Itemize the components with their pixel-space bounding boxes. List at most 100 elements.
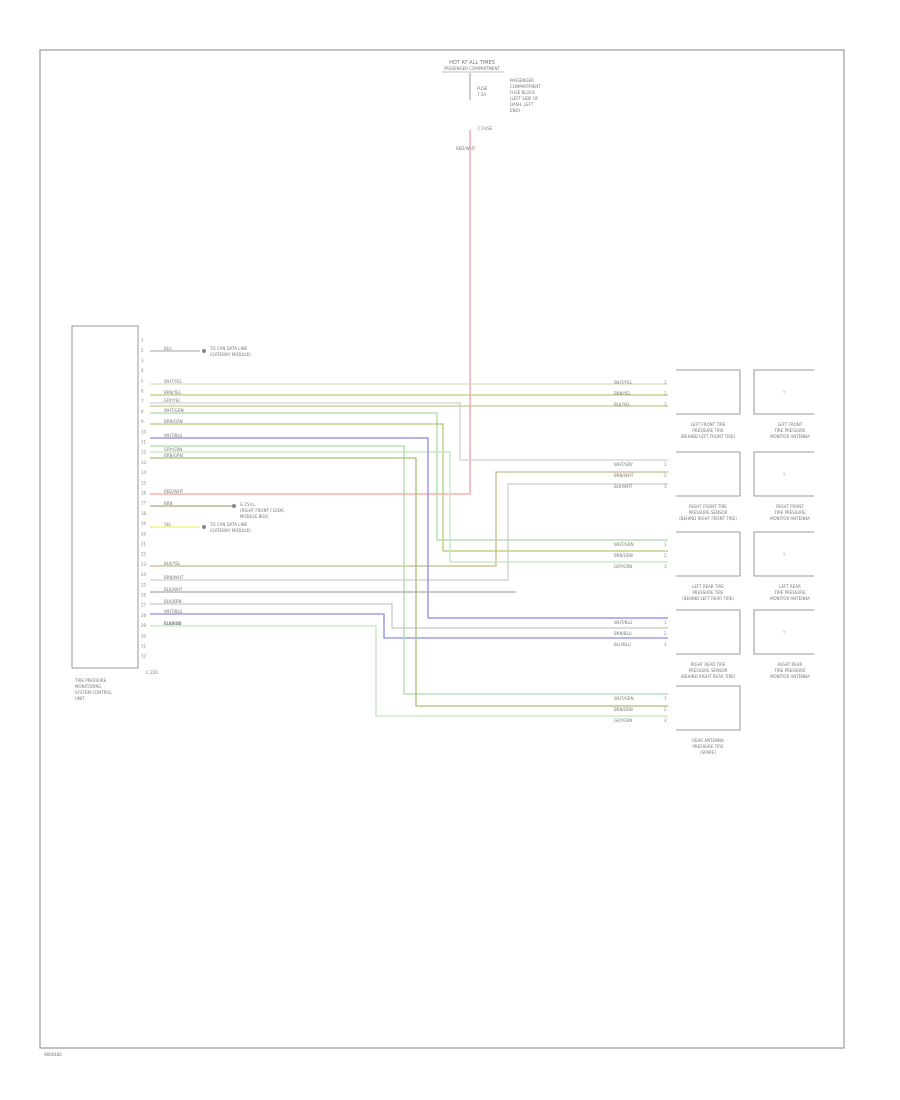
svg-text:TIRE PRESSURE: TIRE PRESSURE [773, 510, 806, 515]
svg-text:MONITOR ANTENNA: MONITOR ANTENNA [770, 596, 810, 601]
sensor-name: PRESSURE SENSOR [689, 510, 728, 515]
sensor-pin: 3 [664, 564, 667, 569]
svg-text:RIGHT REAR: RIGHT REAR [778, 662, 803, 667]
sensor-name: RIGHT REAR TIRE [691, 662, 726, 667]
wire-label-pin-5: WHT/YEL [164, 379, 183, 384]
sensor-wire-label: BRN/YEL [614, 391, 632, 396]
antenna-symbol-icon: ↑ [782, 630, 785, 635]
sensor-wire-label: WHT/GRY [614, 462, 633, 467]
sensor-wire-label: WHT/BLU [614, 620, 633, 625]
sensor-name: (SPARE) [700, 750, 716, 755]
antenna-symbol-icon: ↑ [782, 552, 785, 557]
sensor-name: (BEHIND LEFT FRONT TIRE) [681, 434, 736, 439]
sensor-box [676, 685, 741, 731]
svg-text:(RIGHT FRONT FLOOR,: (RIGHT FRONT FLOOR, [240, 508, 285, 513]
module-pin-16: 16 [141, 491, 147, 496]
module-pin-30: 30 [141, 633, 147, 638]
svg-text:GRY/GRN: GRY/GRN [164, 447, 182, 452]
svg-text:BLK/WHT: BLK/WHT [164, 587, 183, 592]
svg-text:BLU/BLU: BLU/BLU [164, 621, 181, 626]
module-pin-21: 21 [141, 542, 147, 547]
module-pin-26: 26 [141, 593, 147, 598]
module-pin-22: 22 [141, 552, 147, 557]
wire-label-pin-6: BRN/YEL [164, 390, 182, 395]
sensor-pin: 2 [664, 391, 667, 396]
sensor-name: PRESSURE SENSOR [689, 668, 728, 673]
module-pin-8: 8 [141, 409, 144, 414]
wire-label-pin-26: BLK/BRN [164, 599, 181, 604]
svg-text:COMPARTMENT: COMPARTMENT [510, 84, 541, 89]
svg-text:YEL: YEL [163, 522, 172, 527]
svg-text:UNIT: UNIT [75, 696, 85, 701]
sensor-pin: 3 [664, 402, 667, 407]
wire-label-pin-10: WHT/BLU [164, 433, 183, 438]
svg-text:MONITORING: MONITORING [75, 684, 101, 689]
svg-text:BLK/BRN: BLK/BRN [164, 621, 181, 626]
can-data-line-connector-2: TO CAN DATA LINE (GATEWAY MODULE) [202, 522, 251, 533]
module-pin-1: 1 [141, 338, 144, 343]
wire-label-pin-9: BRN/GRN [164, 419, 183, 424]
wire-blu-blu [150, 613, 668, 639]
wire-brn-grn-spare [150, 457, 668, 707]
wire-brn-grn [150, 423, 668, 552]
fuse-block: HOT AT ALL TIMES PASSENGER COMPARTMENT F… [442, 60, 541, 151]
svg-text:TIRE PRESSURE: TIRE PRESSURE [773, 428, 806, 433]
sensor-name: (BEHIND RIGHT REAR TIRE) [681, 674, 736, 679]
svg-text:MONITOR ANTENNA: MONITOR ANTENNA [770, 674, 810, 679]
svg-text:LEFT FRONT: LEFT FRONT [778, 422, 803, 427]
svg-text:BRN/YEL: BRN/YEL [164, 390, 182, 395]
wire-brn-blu [150, 603, 668, 629]
sensor-pin: 3 [664, 718, 667, 723]
wire-label-pin-8: WHT/GRN [164, 408, 184, 413]
wire-wht-gry [150, 402, 668, 461]
fuse-amp: 7.5A [477, 92, 486, 97]
wire-brn-wht [150, 471, 668, 567]
svg-text:END): END) [510, 108, 521, 113]
sensor-name: LEFT FRONT TIRE [691, 422, 726, 427]
module-pin-2: 2 [141, 348, 144, 353]
svg-text:MODULE BOX): MODULE BOX) [240, 514, 269, 519]
sensor-pin: 1 [664, 462, 667, 467]
fuse-label: FUSE [477, 86, 488, 91]
module-pin-5: 5 [141, 378, 144, 383]
sensor-pin: 3 [664, 484, 667, 489]
wire-gry-grn [150, 451, 668, 563]
sensor-pin: 1 [664, 542, 667, 547]
sensor-wire-label: BRN/GRN [614, 553, 633, 558]
module-pin-28: 28 [141, 613, 147, 618]
module-pin-31: 31 [141, 644, 147, 649]
sensor-wire-label: BRN/WHT [614, 473, 634, 478]
svg-text:RED/WHT: RED/WHT [164, 489, 184, 494]
module-pin-27: 27 [141, 603, 147, 608]
svg-text:GRY/YEL: GRY/YEL [164, 398, 181, 403]
svg-text:BRN/GRN: BRN/GRN [164, 453, 183, 458]
svg-text:BRN/GRN: BRN/GRN [164, 419, 183, 424]
wire-label-pin-12: BRN/GRN [164, 453, 183, 458]
wire-label-pin-11: GRY/GRN [164, 447, 182, 452]
tpms-control-unit: TIRE PRESSURE MONITORING SYSTEM CONTROL … [71, 325, 158, 701]
wire-harness [150, 130, 668, 717]
sensor-wire-label: GRY/GRN [614, 718, 632, 723]
sensor-wire-label: WHT/GRN [614, 542, 634, 547]
sensor-pin: 3 [664, 642, 667, 647]
sensor-wire-label: GRY/GRN [614, 564, 632, 569]
wire-wht-grn [150, 412, 668, 541]
wire-label-pin-19: YEL [163, 522, 172, 527]
wire-wht-grn-spare [150, 445, 668, 695]
sensor-name: PRESSURE TIRE [692, 744, 724, 749]
sensor-box [676, 369, 741, 415]
svg-text:BLK/BRN: BLK/BRN [164, 599, 181, 604]
svg-text:DASH, LEFT: DASH, LEFT [510, 102, 534, 107]
svg-text:WHT/BLU: WHT/BLU [164, 433, 183, 438]
module-pin-24: 24 [141, 572, 147, 577]
svg-text:G 154 L: G 154 L [240, 502, 256, 507]
sensor-box [676, 531, 741, 577]
module-pin-10: 10 [141, 429, 147, 434]
module-pin-25: 25 [141, 582, 147, 587]
